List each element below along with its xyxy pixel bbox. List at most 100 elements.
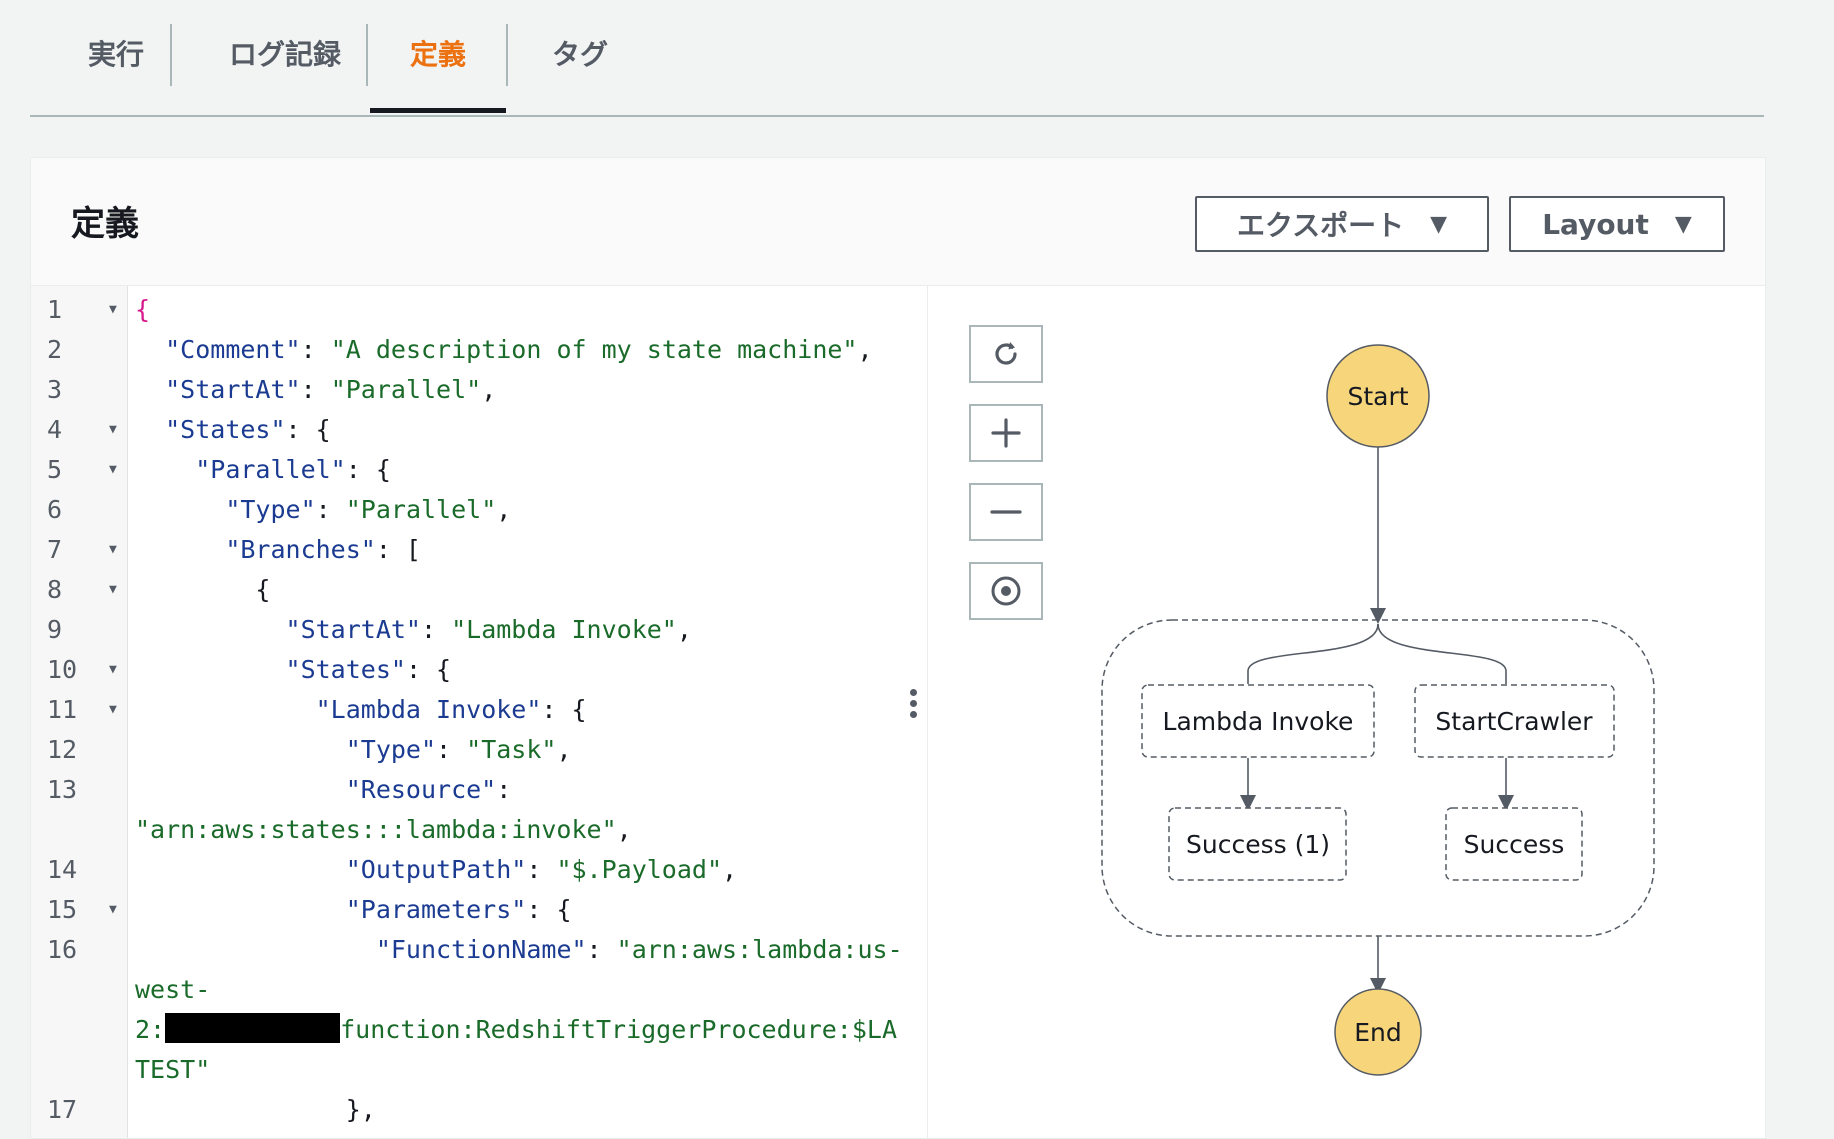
code-token: west- <box>135 975 211 1004</box>
code-line-11: "Lambda Invoke": { <box>315 695 587 724</box>
code-line-14: "OutputPath": "$.Payload", <box>345 855 738 884</box>
fold-toggle-icon[interactable]: ▼ <box>109 302 117 317</box>
parallel-state-container <box>1101 619 1655 937</box>
code-line-8: { <box>31 570 899 610</box>
line-number: 5 <box>47 455 63 484</box>
center-icon <box>991 576 1021 606</box>
code-token: TEST" <box>135 1055 211 1084</box>
code-token: "Parallel" <box>330 375 482 404</box>
line-number-row: 3 <box>31 370 127 410</box>
line-number-row: 8▼ <box>31 570 127 610</box>
refresh-button[interactable] <box>969 325 1043 383</box>
code-token: { <box>135 295 151 324</box>
code-line-13-wrap: "arn:aws:states:::lambda:invoke", <box>135 815 632 844</box>
panel-resize-handle[interactable] <box>899 286 928 1138</box>
code-line-16-wrap: 2:function:RedshiftTriggerProcedure:$LA <box>31 1010 899 1050</box>
fold-toggle-icon[interactable]: ▼ <box>109 702 117 717</box>
code-token: "arn:aws:states:::lambda:invoke" <box>135 815 617 844</box>
code-line-13: "Resource": <box>345 775 512 804</box>
line-number-row: 1▼ <box>31 290 127 330</box>
zoom-out-icon <box>990 510 1022 514</box>
handle-dot <box>910 711 917 718</box>
code-line-2: "Comment": "A description of my state ma… <box>165 335 873 364</box>
state-success-1[interactable] <box>1168 807 1347 881</box>
line-number: 9 <box>47 615 63 644</box>
layout-button[interactable]: Layout ▼ <box>1509 196 1725 252</box>
code-token: "Parallel" <box>345 495 497 524</box>
code-line-9: "StartAt": "Lambda Invoke", <box>285 615 692 644</box>
state-lambda-invoke-label: Lambda Invoke <box>1163 707 1354 736</box>
export-button[interactable]: エクスポート ▼ <box>1195 196 1489 252</box>
line-number: 7 <box>47 535 63 564</box>
code-token: }, <box>345 1095 376 1124</box>
panel-header: 定義 エクスポート ▼ Layout ▼ <box>31 158 1765 286</box>
code-token: "States" <box>285 655 406 684</box>
line-number: 8 <box>47 575 63 604</box>
line-number-row: 7▼ <box>31 530 127 570</box>
tab-tags[interactable]: タグ <box>551 38 608 71</box>
code-line-3: "StartAt": "Parallel", <box>165 375 497 404</box>
line-number: 4 <box>47 415 63 444</box>
line-number-row: 17 <box>31 1090 127 1130</box>
tab-definition[interactable]: 定義 <box>370 0 506 113</box>
start-node[interactable] <box>1326 344 1430 448</box>
tab-divider <box>506 24 508 86</box>
state-success[interactable] <box>1445 807 1583 881</box>
fold-toggle-icon[interactable]: ▼ <box>109 462 117 477</box>
code-line-4: "States": { <box>165 415 331 444</box>
state-lambda-invoke[interactable] <box>1141 684 1375 758</box>
code-line-12: "Type": "Task", <box>345 735 572 764</box>
end-node[interactable] <box>1334 988 1422 1076</box>
center-button[interactable] <box>969 562 1043 620</box>
fold-toggle-icon[interactable]: ▼ <box>109 542 117 557</box>
code-token: "Task" <box>466 735 557 764</box>
tab-divider <box>366 24 368 86</box>
state-start-crawler[interactable] <box>1414 684 1615 758</box>
code-token: "Lambda Invoke" <box>451 615 677 644</box>
line-number: 1 <box>47 295 63 324</box>
line-number: 15 <box>47 895 78 924</box>
code-editor[interactable]: { "Comment": "A description of my state … <box>31 286 900 1138</box>
redaction-block <box>165 1013 341 1043</box>
edge-branch-left <box>1247 623 1379 684</box>
code-token: "A description of my state machine" <box>330 335 858 364</box>
zoom-out-button[interactable] <box>969 483 1043 541</box>
end-node-label: End <box>1354 1018 1402 1047</box>
workflow-graph[interactable]: Start Lambda Invoke StartCrawler Success… <box>928 286 1765 1138</box>
tab-executions[interactable]: 実行 <box>87 38 144 71</box>
start-node-label: Start <box>1347 382 1408 411</box>
tab-logging[interactable]: ログ記録 <box>228 38 341 71</box>
code-token: function:RedshiftTriggerProcedure:$LA <box>340 1015 898 1044</box>
line-number: 11 <box>47 695 78 724</box>
zoom-in-button[interactable] <box>969 404 1043 462</box>
refresh-icon <box>995 342 1017 365</box>
line-number: 13 <box>47 775 78 804</box>
handle-dot <box>910 689 917 696</box>
code-token: "Resource" <box>345 775 497 804</box>
line-number-row <box>31 970 127 1010</box>
definition-panel: 定義 エクスポート ▼ Layout ▼ { "Comment": "A des… <box>30 157 1766 1139</box>
state-diagram: Start Lambda Invoke StartCrawler Success… <box>1101 344 1655 1076</box>
fold-toggle-icon[interactable]: ▼ <box>109 902 117 917</box>
state-start-crawler-label: StartCrawler <box>1435 707 1593 736</box>
code-token: "arn:aws:lambda:us- <box>616 935 900 964</box>
line-number-row: 4▼ <box>31 410 127 450</box>
code-token: "Comment" <box>165 335 301 364</box>
line-number-row: 5▼ <box>31 450 127 490</box>
fold-toggle-icon[interactable]: ▼ <box>109 422 117 437</box>
code-token: "Parallel" <box>195 455 346 484</box>
fold-toggle-icon[interactable]: ▼ <box>109 662 117 677</box>
line-number-row: 10▼ <box>31 650 127 690</box>
code-line-16: "FunctionName": "arn:aws:lambda:us- <box>31 930 899 970</box>
code-line-1: { <box>31 290 899 330</box>
line-number-row: 6 <box>31 490 127 530</box>
code-token: "Lambda Invoke" <box>315 695 542 724</box>
line-number-row: 9 <box>31 610 127 650</box>
fold-toggle-icon[interactable]: ▼ <box>109 582 117 597</box>
code-token: "States" <box>165 415 286 444</box>
line-number-row: 13 <box>31 770 127 810</box>
code-token: "OutputPath" <box>345 855 527 884</box>
state-success-1-label: Success (1) <box>1186 830 1330 859</box>
line-number: 16 <box>47 935 78 964</box>
code-token: "Type" <box>345 735 437 764</box>
